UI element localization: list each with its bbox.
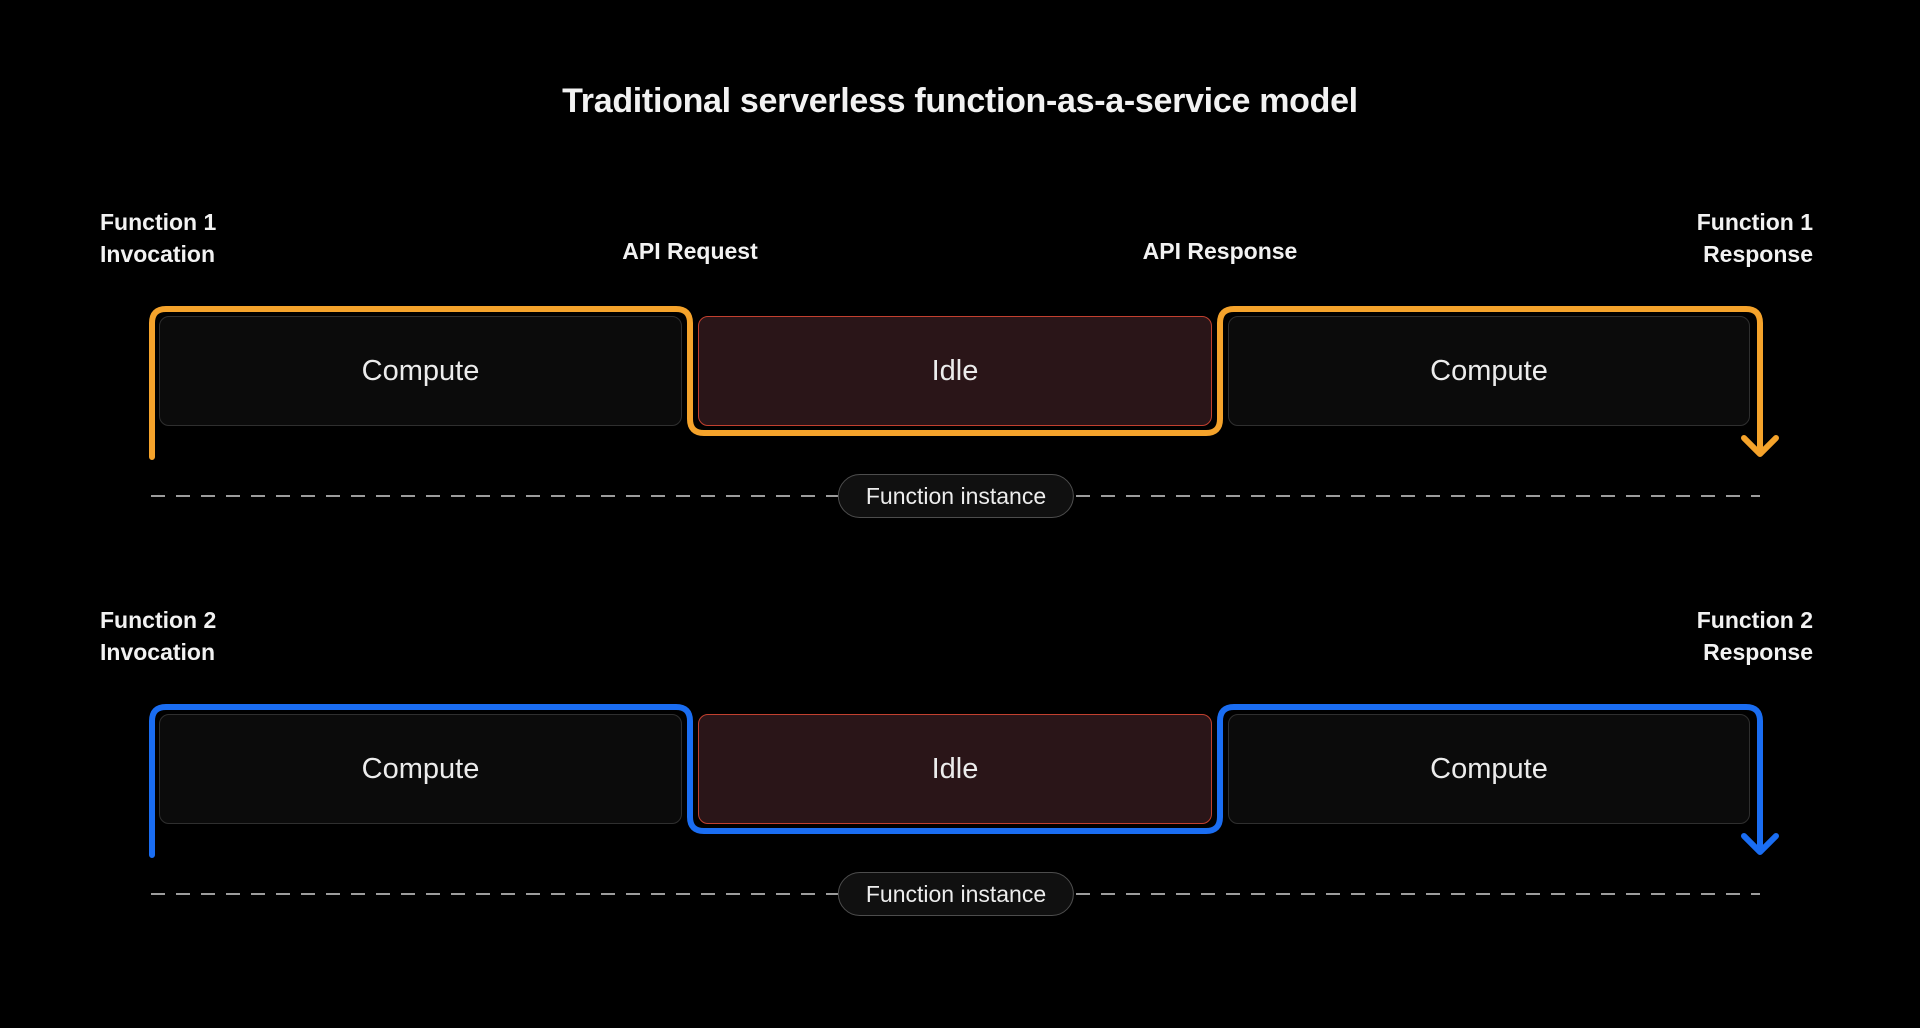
- function2-compute-box-2: Compute: [1228, 714, 1750, 824]
- function2-invocation-label-line1: Function 2: [100, 607, 217, 633]
- function2-compute-box-1: Compute: [159, 714, 682, 824]
- function1-response-label-line1: Function 1: [1696, 209, 1813, 235]
- diagram-title: Traditional serverless function-as-a-ser…: [562, 82, 1358, 120]
- function2-response-label-line2: Response: [1703, 639, 1813, 665]
- function2-response-label-line1: Function 2: [1696, 607, 1813, 633]
- function2-invocation-label: Function 2 Invocation: [100, 604, 216, 668]
- function1-response-label: Function 1 Response: [1697, 206, 1813, 270]
- function1-compute-box-1: Compute: [159, 316, 682, 426]
- api-response-label: API Response: [1142, 238, 1298, 264]
- function1-instance-pill: Function instance: [837, 474, 1075, 518]
- function2-idle-box: Idle: [698, 714, 1212, 824]
- function1-invocation-label-line2: Invocation: [100, 241, 216, 267]
- api-request-label: API Request: [622, 238, 758, 264]
- function1-compute-box-2: Compute: [1228, 316, 1750, 426]
- function1-response-label-line2: Response: [1703, 241, 1813, 267]
- function2-response-label: Function 2 Response: [1697, 604, 1813, 668]
- function1-invocation-label-line1: Function 1: [100, 209, 217, 235]
- function2-invocation-label-line2: Invocation: [100, 639, 216, 665]
- function1-idle-box: Idle: [698, 316, 1212, 426]
- function2-instance-pill: Function instance: [837, 872, 1075, 916]
- function1-invocation-label: Function 1 Invocation: [100, 206, 216, 270]
